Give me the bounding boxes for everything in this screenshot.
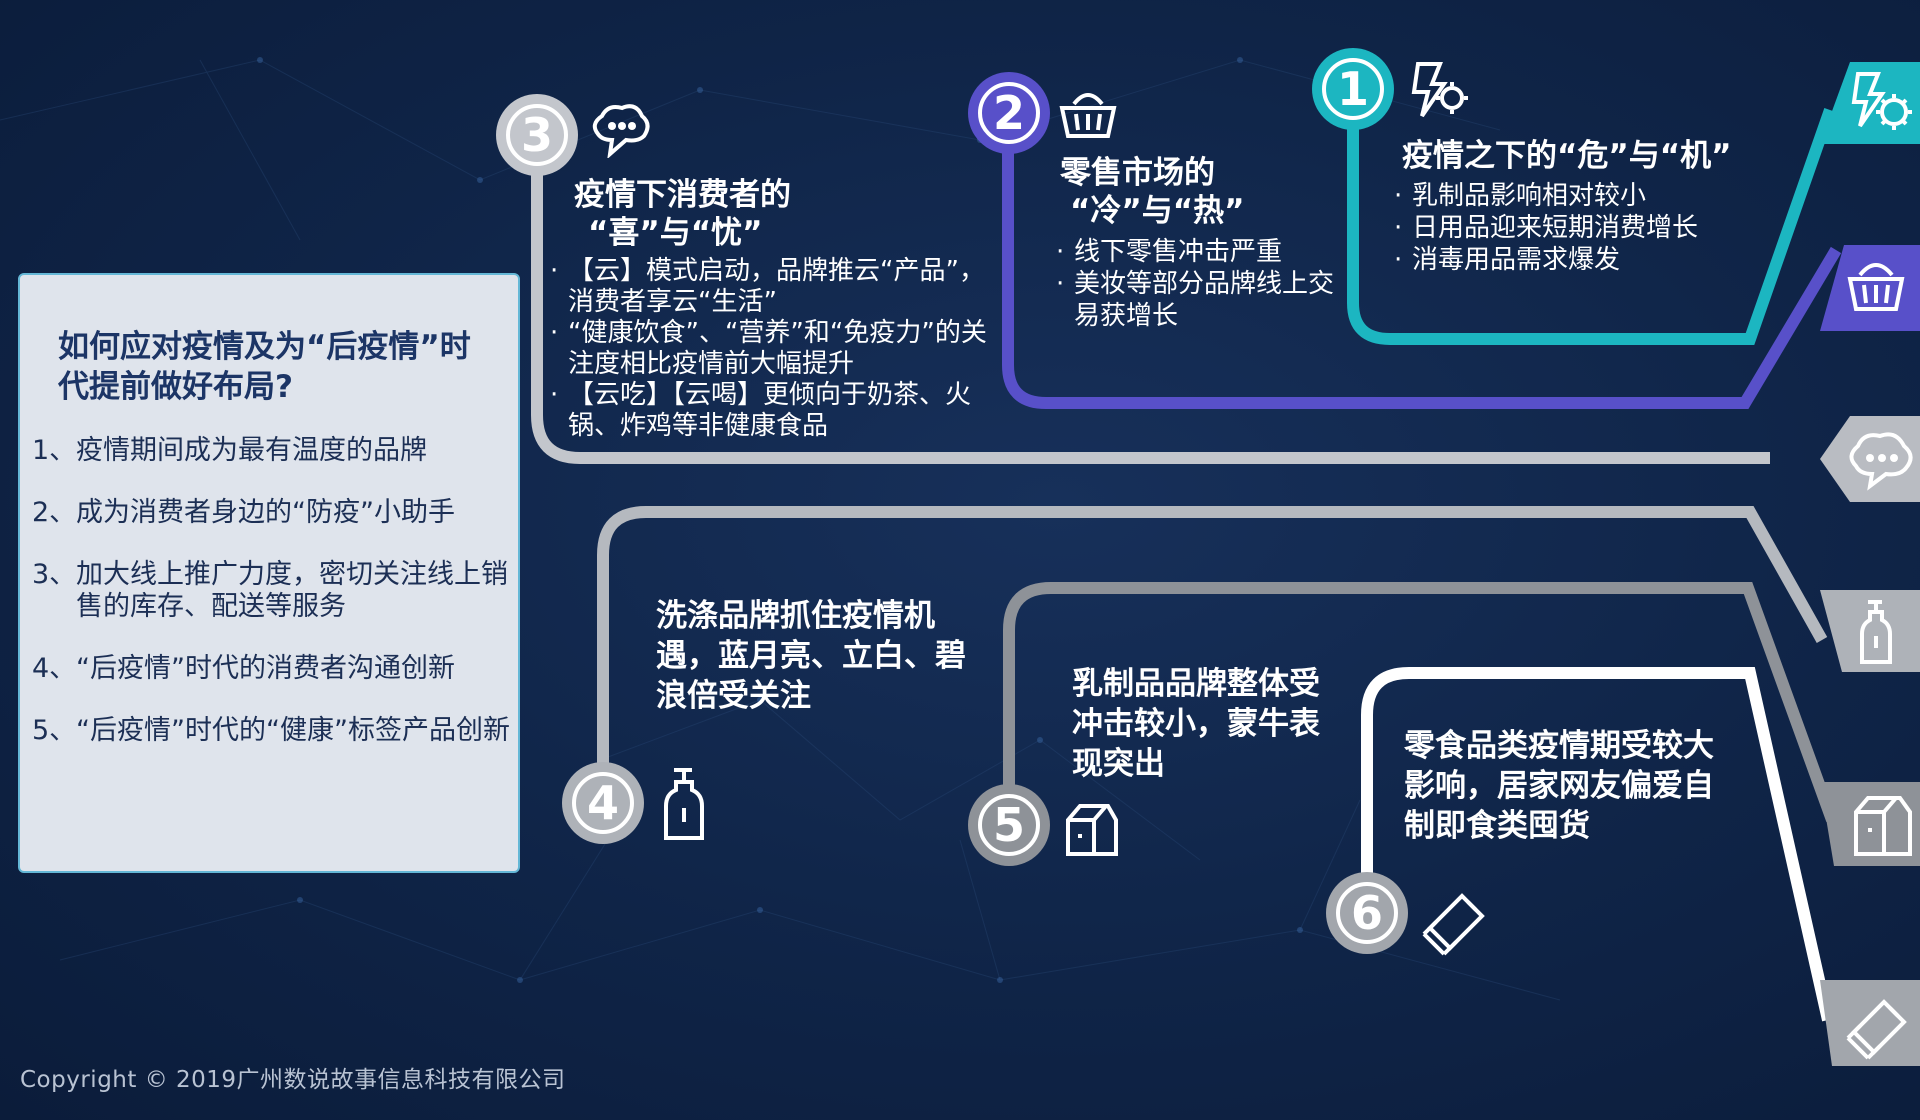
basket-icon (1820, 245, 1920, 331)
panel-title: 如何应对疫情及为“后疫情”时代提前做好布局? (58, 329, 471, 405)
bullet: 乳制品影响相对较小 (1392, 180, 1698, 212)
tab-2 (1820, 245, 1920, 331)
tab-4 (1820, 590, 1920, 672)
tab-6 (1820, 980, 1920, 1066)
line-3-path (531, 172, 1770, 464)
copyright: Copyright © 2019广州数说故事信息科技有限公司 (20, 1067, 566, 1093)
line-3-title: 疫情下消费者的 “喜”与“忧” (574, 177, 791, 251)
virus-lightning-icon (1411, 62, 1468, 118)
soap-bottle-icon (1820, 590, 1920, 672)
line-2-title: 零售市场的 “冷”与“热” (1060, 155, 1245, 229)
tab-3 (1820, 416, 1920, 502)
virus-lightning-icon (1820, 62, 1920, 144)
bullet: 消毒用品需求爆发 (1392, 244, 1698, 276)
line-4-text: 洗涤品牌抓住疫情机遇，蓝月亮、立白、碧浪倍受关注 (656, 598, 966, 714)
line-2-path (1002, 150, 1842, 409)
line-5-path (1003, 582, 1838, 823)
list-item: 3、 加大线上推广力度，密切关注线上销售的库存、配送等服务 (32, 559, 508, 622)
badge-3: 3 (496, 94, 578, 176)
strategy-list: 1、 疫情期间成为最有温度的品牌 2、 成为消费者身边的“防疫”小助手 3、 加… (32, 435, 512, 777)
line-6-text: 零食品类疫情期受较大影响，居家网友偏爱自制即食类囤货 (1404, 728, 1714, 844)
line-1-title: 疫情之下的“危”与“机” (1402, 138, 1732, 174)
bullet: 【云】模式启动，品牌推云“产品”，消费者享云“生活” (548, 256, 1000, 318)
line-5-text: 乳制品品牌整体受冲击较小，蒙牛表现突出 (1072, 666, 1320, 782)
badge-2: 2 (968, 72, 1050, 154)
bullet: 【云吃】【云喝】更倾向于奶茶、火锅、炸鸡等非健康食品 (548, 380, 1000, 442)
soap-bottle-icon (664, 768, 704, 840)
snack-bag-icon (1422, 893, 1485, 956)
tab-5 (1820, 782, 1920, 866)
line-4-path (597, 506, 1828, 765)
chat-cloud-icon (1820, 416, 1920, 502)
line-3-bullets: 【云】模式启动，品牌推云“产品”，消费者享云“生活” “健康饮食”、“营养”和“… (548, 256, 1000, 442)
line-1-bullets: 乳制品影响相对较小 日用品迎来短期消费增长 消毒用品需求爆发 (1392, 180, 1698, 276)
list-item: 2、 成为消费者身边的“防疫”小助手 (32, 497, 455, 528)
line-1-path (1347, 108, 1836, 345)
strategy-panel: 如何应对疫情及为“后疫情”时代提前做好布局? 1、 疫情期间成为最有温度的品牌 … (18, 273, 520, 873)
badge-5: 5 (968, 784, 1050, 866)
snack-bag-icon (1820, 980, 1920, 1066)
bullet: 线下零售冲击严重 (1054, 236, 1344, 268)
bullet: “健康饮食”、“营养”和“免疫力”的关注度相比疫情前大幅提升 (548, 318, 1000, 380)
line-6-path (1361, 667, 1834, 1022)
milk-carton-icon (1820, 782, 1920, 866)
line-2-bullets: 线下零售冲击严重 美妆等部分品牌线上交易获增长 (1054, 236, 1344, 332)
badge-1: 1 (1312, 48, 1394, 130)
tab-1 (1820, 62, 1920, 144)
bullet: 日用品迎来短期消费增长 (1392, 212, 1698, 244)
list-item: 5、 “后疫情”时代的“健康”标签产品创新 (32, 715, 510, 746)
list-item: 1、 疫情期间成为最有温度的品牌 (32, 435, 427, 466)
milk-carton-icon (1066, 804, 1118, 856)
basket-icon (1059, 93, 1117, 138)
list-item: 4、 “后疫情”时代的消费者沟通创新 (32, 653, 455, 684)
bullet: 美妆等部分品牌线上交易获增长 (1054, 268, 1344, 332)
badge-6: 6 (1326, 872, 1408, 954)
badge-4: 4 (562, 762, 644, 844)
chat-cloud-icon (592, 104, 650, 158)
